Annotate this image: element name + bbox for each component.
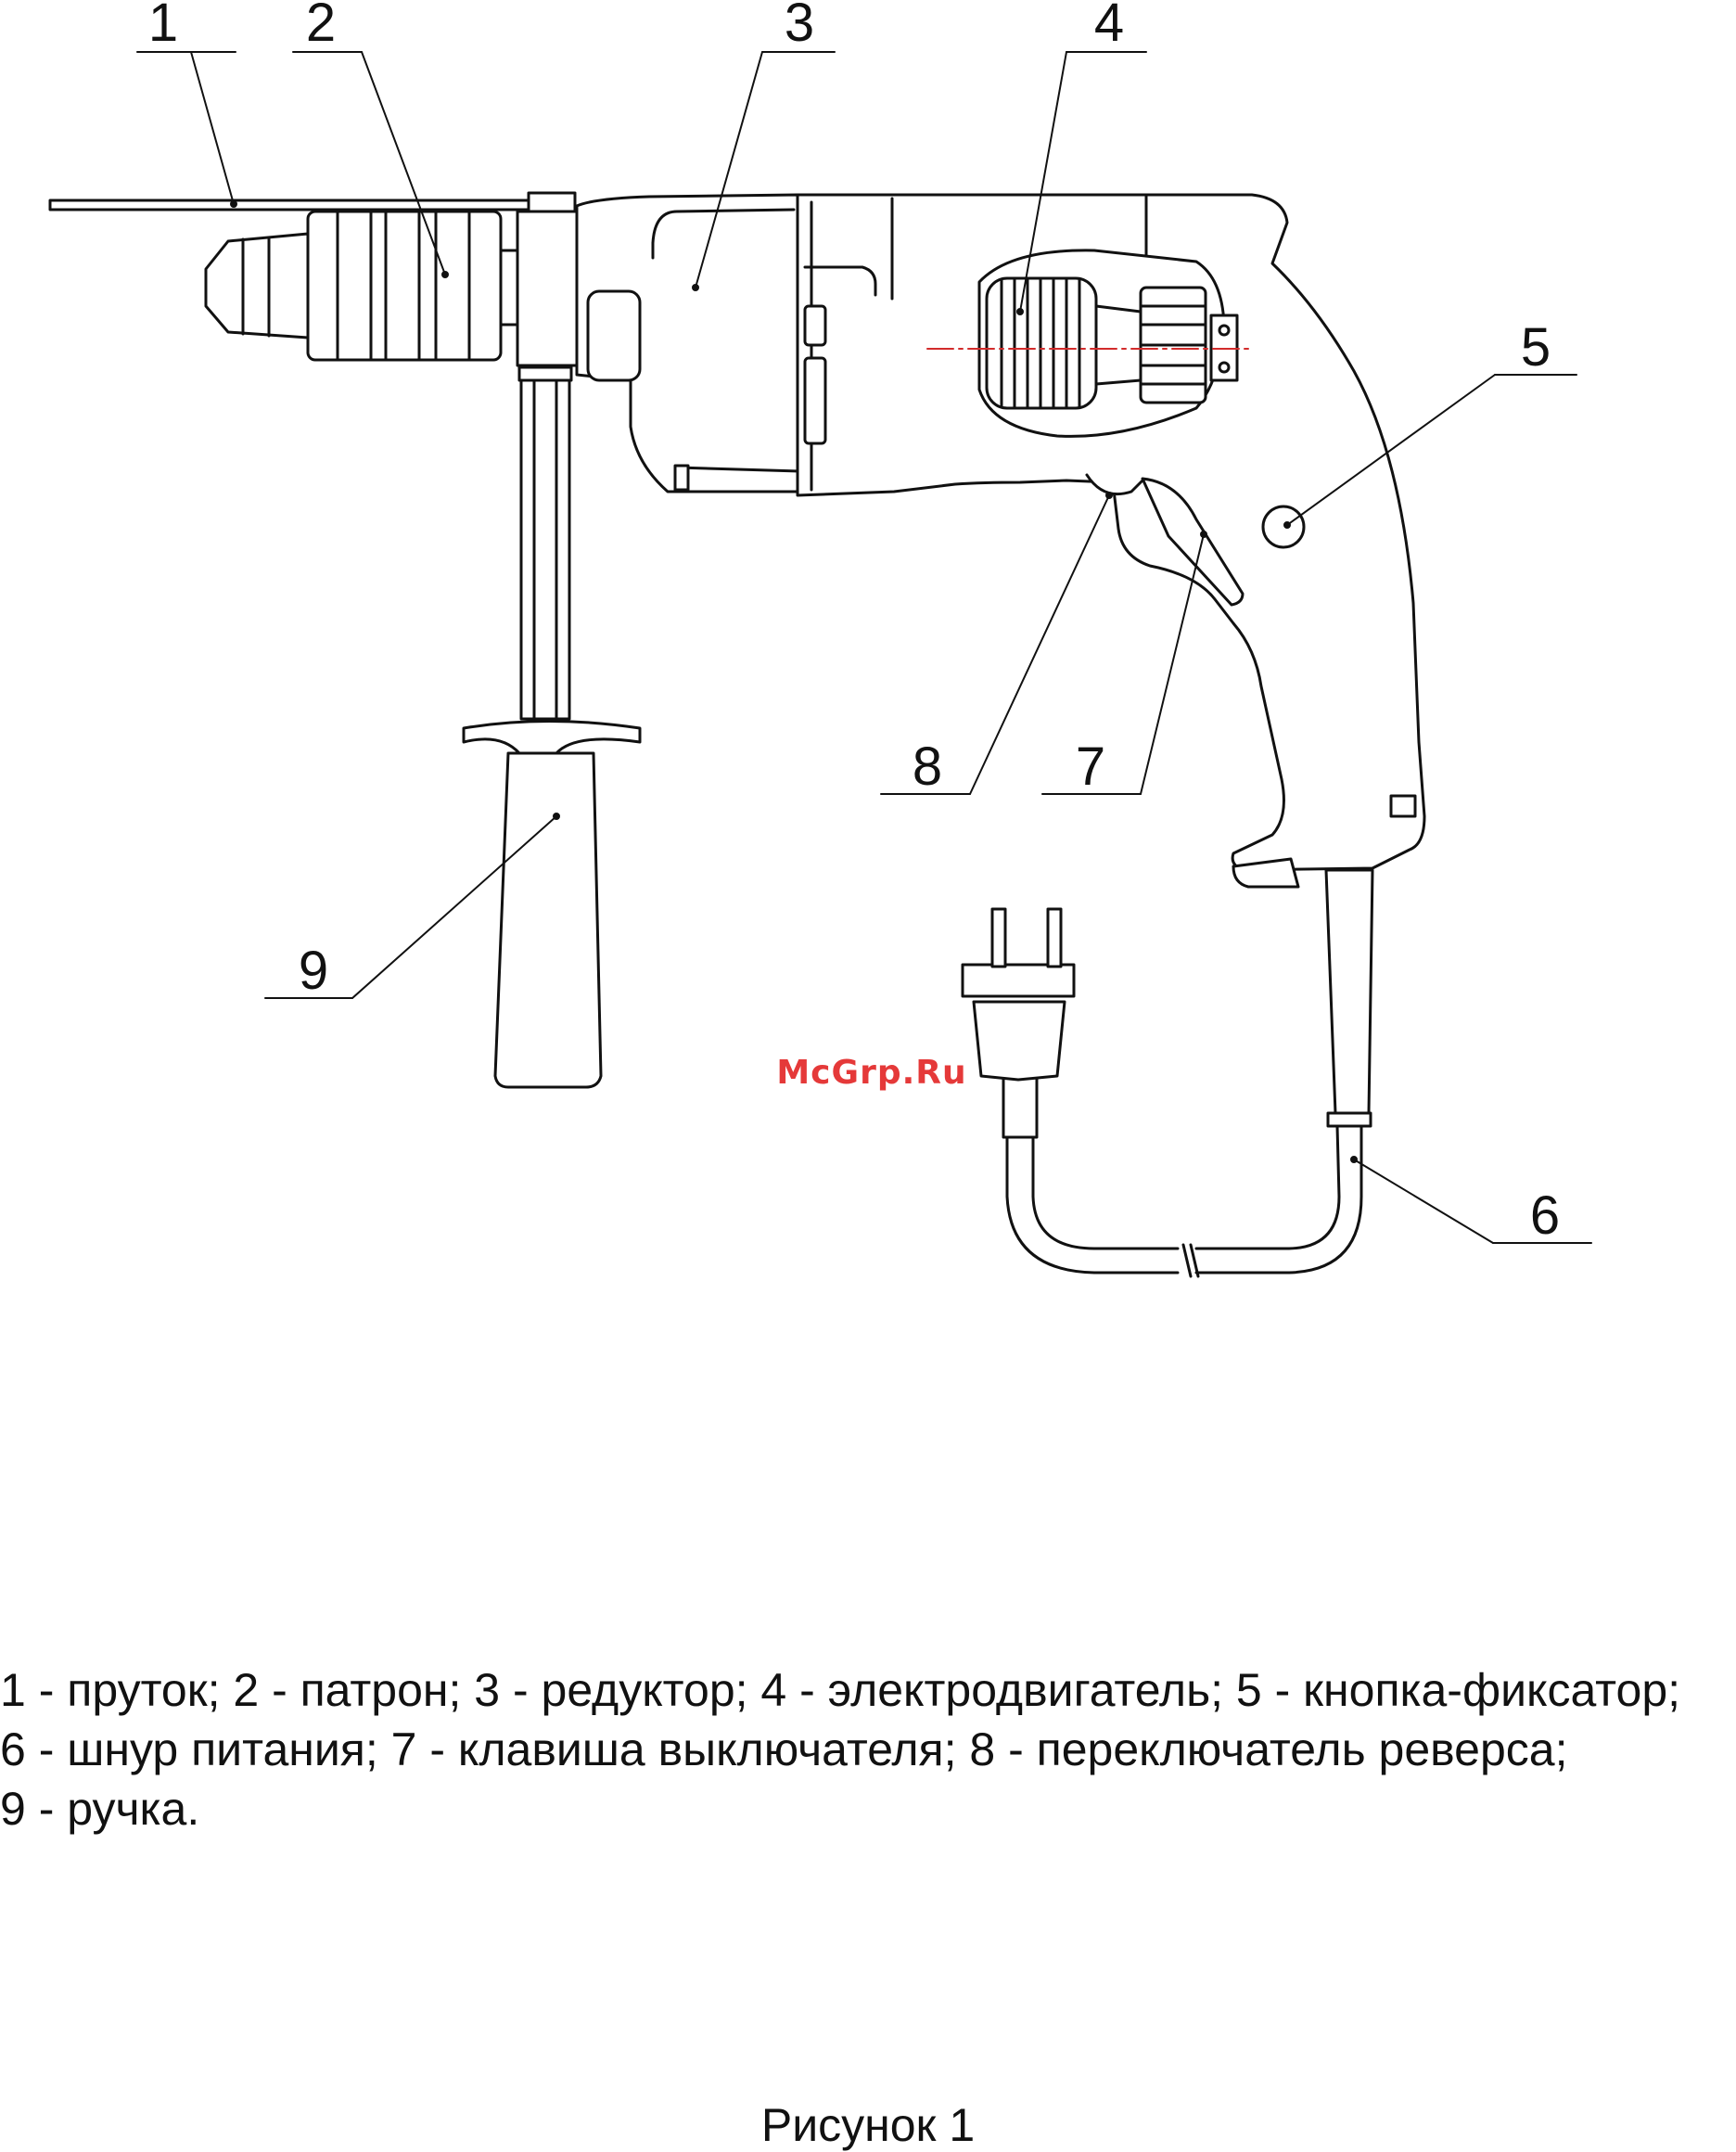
callout-7: 7 — [1076, 737, 1105, 797]
callout-2: 2 — [306, 0, 336, 53]
callout-8: 8 — [913, 737, 942, 797]
callout-4: 4 — [1094, 0, 1124, 53]
legend-line-1: 1 - пруток; 2 - патрон; 3 - редуктор; 4 … — [0, 1660, 1736, 1720]
callout-3: 3 — [785, 0, 814, 53]
legend-line-3: 9 - ручка. — [0, 1779, 1736, 1838]
drill-diagram: 1 2 3 4 5 6 7 8 9 McGrp.Ru — [0, 0, 1736, 1633]
callout-6: 6 — [1530, 1185, 1560, 1246]
watermark: McGrp.Ru — [776, 1054, 966, 1092]
legend: 1 - пруток; 2 - патрон; 3 - редуктор; 4 … — [0, 1660, 1736, 1838]
callout-9: 9 — [299, 941, 328, 1001]
plug — [963, 909, 1074, 1137]
figure-caption: Рисунок 1 — [0, 2098, 1736, 2152]
callout-5: 5 — [1521, 317, 1551, 378]
chuck — [206, 211, 577, 365]
gearbox — [577, 195, 799, 492]
side-handle — [464, 367, 640, 1087]
motor-housing — [798, 195, 1424, 887]
callout-1: 1 — [148, 0, 178, 53]
legend-line-2: 6 - шнур питания; 7 - клавиша выключател… — [0, 1720, 1736, 1779]
